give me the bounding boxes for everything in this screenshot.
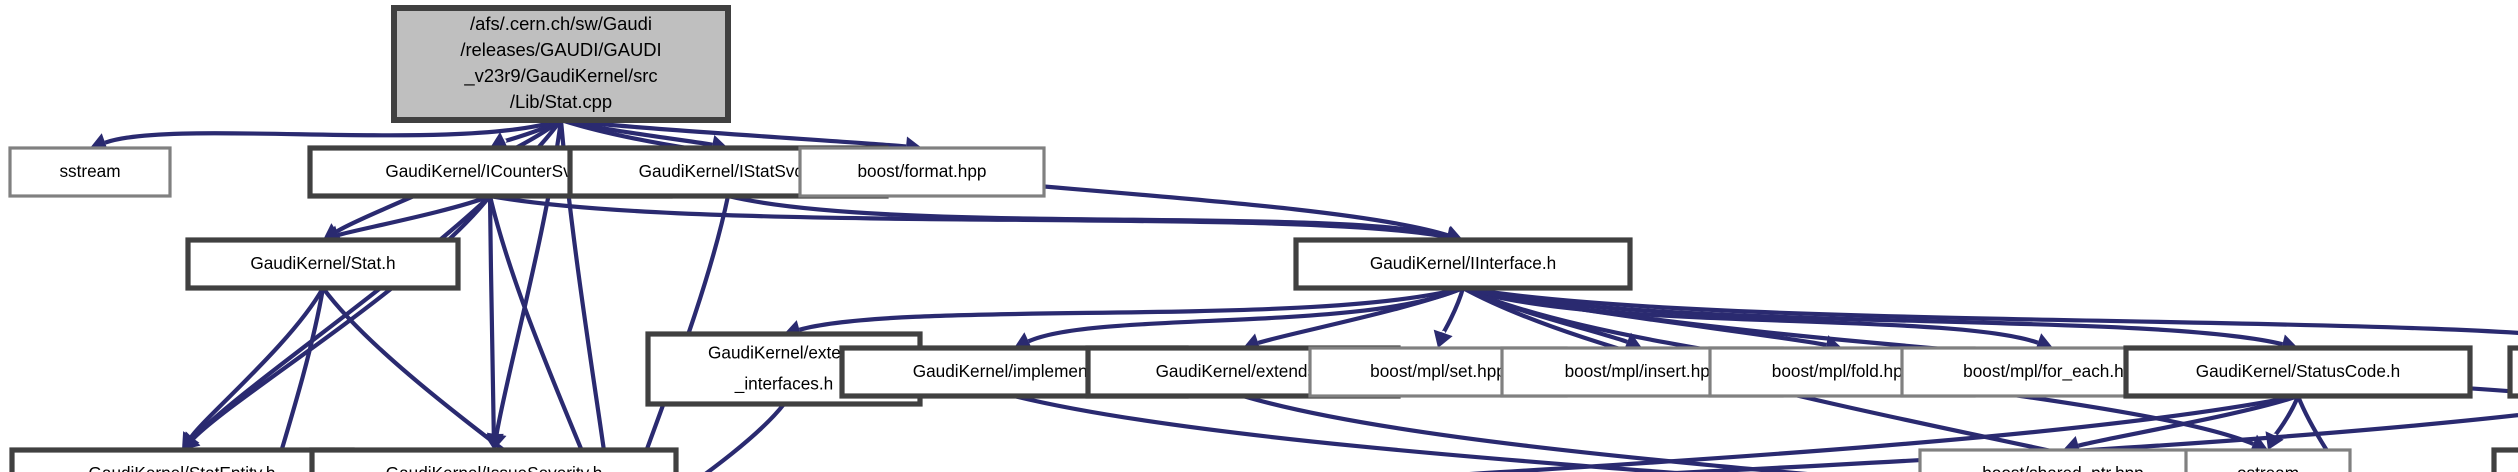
- graph-node-ostream[interactable]: ostream: [2184, 448, 2352, 472]
- dependency-edge: [337, 194, 491, 238]
- dependency-edge: [1242, 393, 1808, 472]
- graph-node-system[interactable]: GaudiKernel/System.h: [2507, 345, 2518, 399]
- dependency-edge: [1462, 285, 2283, 347]
- dependency-edge: [272, 287, 326, 472]
- graph-node-sharedptr[interactable]: boost/shared_ptr.hpp: [1918, 448, 2208, 472]
- node-box: [2507, 345, 2518, 399]
- node-label: GaudiKernel/extends.h: [1156, 361, 1331, 381]
- node-box: [309, 447, 679, 472]
- node-label: boost/format.hpp: [858, 161, 987, 181]
- node-label: GaudiKernel/StatEntity.h: [89, 463, 276, 472]
- dependency-edge: [487, 195, 496, 435]
- dependency-edge: [1462, 285, 2518, 335]
- node-box: [8, 146, 172, 198]
- edge-arrowhead: [1433, 329, 1453, 348]
- graph-node-root: /afs/.cern.ch/sw/Gaudi/releases/GAUDI/GA…: [391, 5, 731, 123]
- node-box: [1918, 448, 2208, 472]
- node-label: boost/mpl/for_each.hpp: [1963, 361, 2143, 381]
- node-box: [391, 5, 731, 123]
- dependency-edge: [2296, 395, 2344, 472]
- dependency-edge: [560, 117, 907, 149]
- node-label: boost/mpl/set.hpp: [1370, 361, 1506, 381]
- node-label: GaudiKernel/extend_interfaces.h: [708, 342, 860, 393]
- dependency-edge: [321, 286, 536, 472]
- dependency-edge: [1655, 413, 2518, 472]
- node-box: [1293, 237, 1633, 291]
- node-box: [2184, 448, 2352, 472]
- dependency-edge: [1257, 286, 1464, 345]
- node-label: GaudiKernel/IStatSvc.h: [639, 161, 818, 181]
- dependency-edge: [189, 286, 325, 439]
- node-label: boost/shared_ptr.hpp: [1982, 463, 2144, 472]
- node-label: sstream: [59, 161, 120, 181]
- node-box: [185, 237, 461, 291]
- graph-node-issueseverity[interactable]: GaudiKernel/IssueSeverity.h: [309, 447, 679, 472]
- node-label: GaudiKernel/implements.h: [913, 361, 1116, 381]
- node-label: boost/mpl/fold.hpp: [1772, 361, 1912, 381]
- graph-node-stath[interactable]: GaudiKernel/Stat.h: [185, 237, 461, 291]
- graph-node-iinterface[interactable]: GaudiKernel/IInterface.h: [1293, 237, 1633, 291]
- dependency-edge: [104, 118, 562, 145]
- dependency-edge: [2077, 394, 2299, 448]
- nodes-layer: /afs/.cern.ch/sw/Gaudi/releases/GAUDI/GA…: [8, 5, 2518, 472]
- node-box: [2491, 447, 2518, 472]
- dependency-edge: [727, 193, 1449, 239]
- dependency-edge: [1461, 286, 2158, 472]
- node-box: [2123, 345, 2473, 399]
- graph-node-sstream[interactable]: sstream: [8, 146, 172, 198]
- graph-node-moduleinfo[interactable]: GaudiKernel/ModuleInfo.h: [2491, 447, 2518, 472]
- node-label: GaudiKernel/IssueSeverity.h: [386, 463, 603, 472]
- dependency-edge: [487, 195, 593, 472]
- node-label: boost/mpl/insert.hpp: [1565, 361, 1720, 381]
- graph-node-statuscode[interactable]: GaudiKernel/StatusCode.h: [2123, 345, 2473, 399]
- node-label: GaudiKernel/ICounterSvc.h: [385, 161, 594, 181]
- graph-node-statentity[interactable]: GaudiKernel/StatEntity.h: [9, 447, 355, 472]
- node-box: [9, 447, 355, 472]
- dependency-edge: [1013, 393, 1691, 472]
- node-label: ostream: [2237, 463, 2299, 472]
- node-label: /afs/.cern.ch/sw/Gaudi/releases/GAUDI/GA…: [460, 13, 661, 112]
- node-box: [798, 146, 1046, 198]
- dependency-edge: [1469, 393, 2299, 472]
- graph-node-boostformat[interactable]: boost/format.hpp: [798, 146, 1046, 198]
- dependency-edge: [798, 285, 1464, 332]
- node-label: GaudiKernel/Stat.h: [250, 253, 395, 273]
- edge-arrowhead: [182, 431, 200, 450]
- dependency-edge: [191, 194, 492, 441]
- node-label: GaudiKernel/StatusCode.h: [2196, 361, 2400, 381]
- node-label: GaudiKernel/IInterface.h: [1370, 253, 1556, 273]
- dependency-edge: [704, 402, 786, 472]
- edge-arrowhead: [2265, 431, 2284, 450]
